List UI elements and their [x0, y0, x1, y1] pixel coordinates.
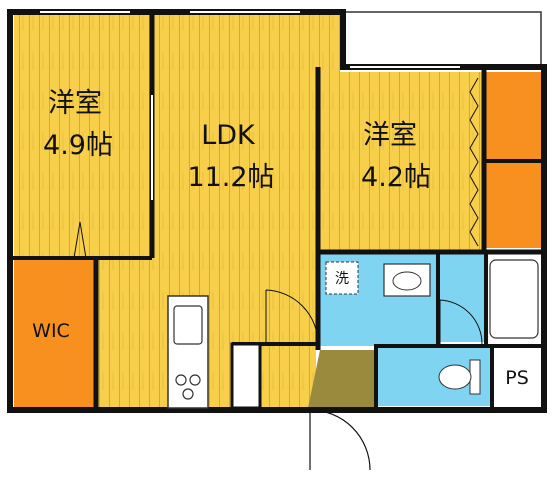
east-room-size: 4.2帖 — [361, 162, 431, 193]
front-door — [309, 409, 372, 471]
west-room-name: 洋室 — [48, 88, 102, 119]
shoe-cabinet — [230, 342, 262, 410]
door-ldk-hall — [265, 289, 319, 345]
stove-burner-2 — [189, 374, 201, 386]
washing-machine-space — [325, 261, 359, 295]
wic-floor — [14, 260, 94, 408]
entrance-floor — [308, 350, 374, 408]
door-washroom — [439, 299, 483, 345]
ldk-size: 11.2帖 — [187, 162, 274, 193]
east-room-name: 洋室 — [363, 120, 417, 151]
wic-label: WIC — [32, 320, 70, 342]
kitchen-sink — [173, 305, 203, 345]
east-room-floor — [320, 72, 482, 250]
ps-area — [492, 346, 541, 406]
stove-burner-1 — [175, 374, 187, 386]
bathtub — [489, 259, 539, 339]
closet-upper — [485, 72, 541, 160]
ldk-name: LDK — [201, 120, 256, 151]
stove-burner-3 — [182, 388, 194, 400]
folding-door-east-closets — [469, 77, 479, 247]
ps-label: PS — [505, 367, 529, 389]
closet-lower — [485, 162, 541, 248]
west-room-size: 4.9帖 — [43, 130, 113, 161]
washbasin-bowl — [392, 271, 422, 291]
balcony — [344, 11, 542, 68]
west-room-floor — [14, 14, 150, 258]
toilet-bowl — [438, 364, 472, 390]
folding-door-wic — [73, 221, 87, 259]
laundry-label: 洗 — [335, 271, 349, 287]
outer-wall — [7, 9, 547, 413]
